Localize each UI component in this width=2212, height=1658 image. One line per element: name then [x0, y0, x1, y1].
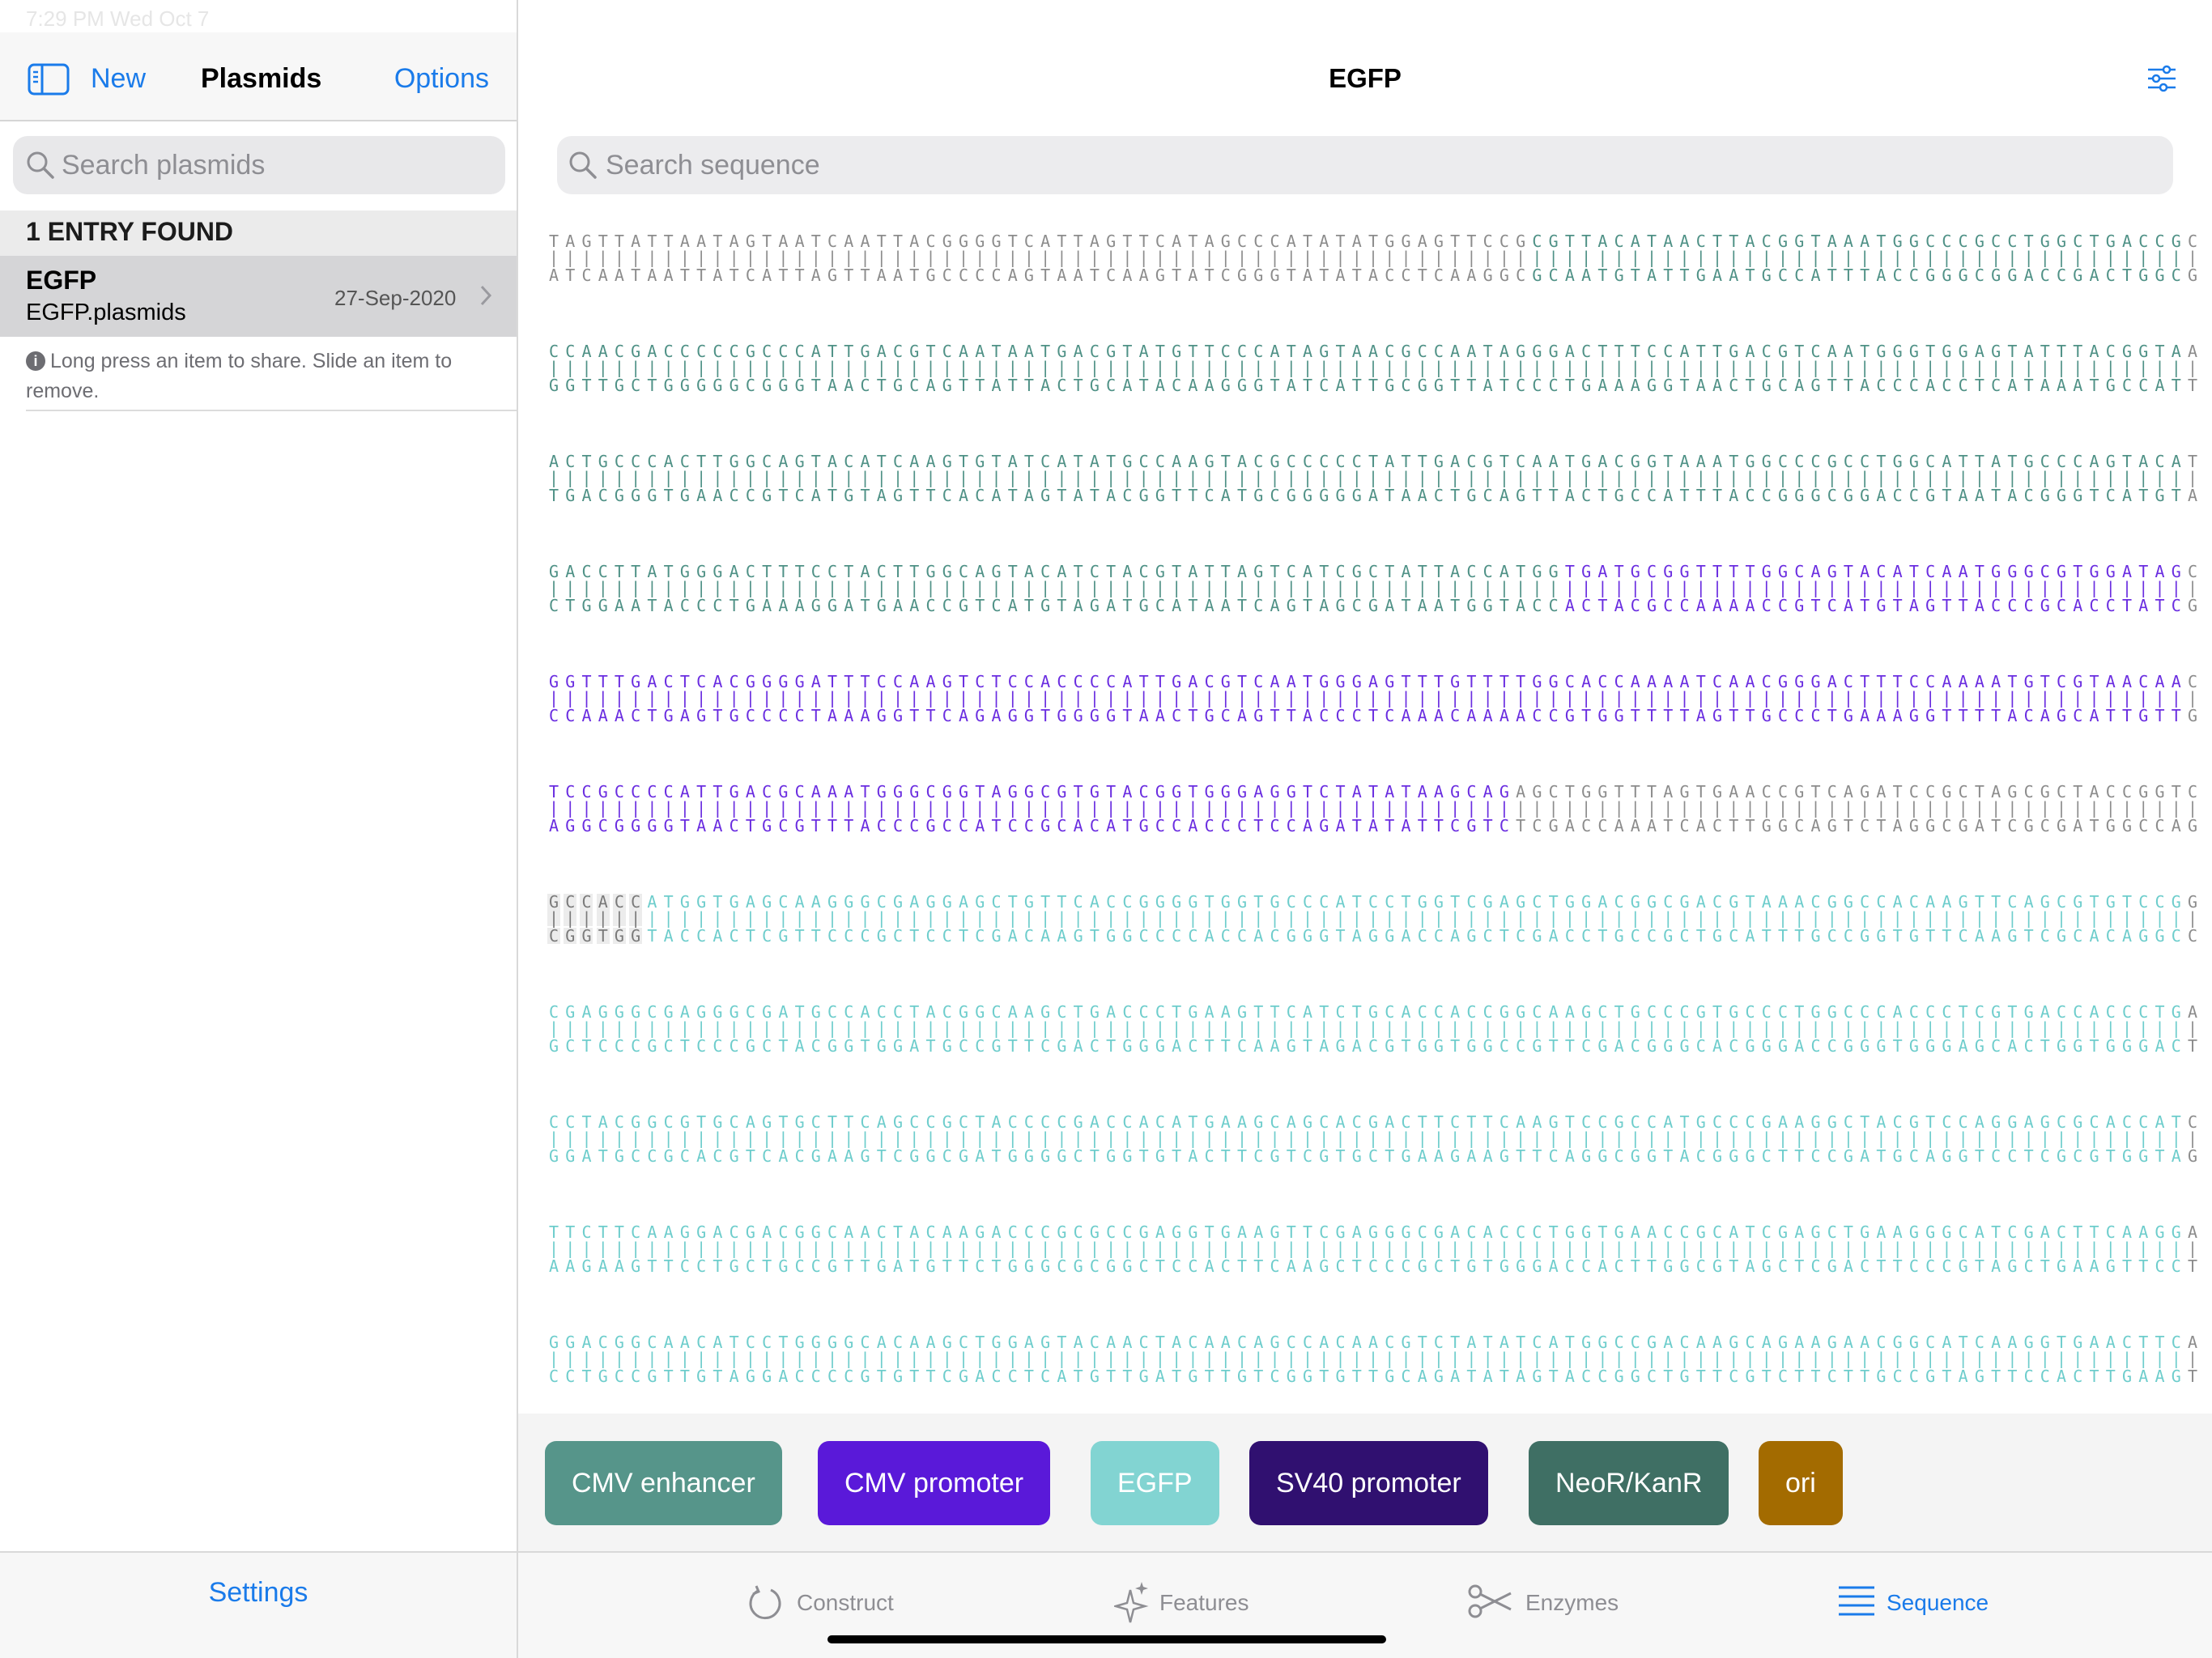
base-pair-bars: ||||||||||||||||||||||||||||||||||||||||… [548, 248, 2198, 267]
base-pair-bars: ||||||||||||||||||||||||||||||||||||||||… [548, 1129, 2198, 1148]
base-pair-bars: ||||||||||||||||||||||||||||||||||||||||… [548, 468, 2198, 487]
plasmid-date: 27-Sep-2020 [334, 286, 457, 310]
feature-chip-egfp[interactable]: EGFP [1091, 1441, 1219, 1525]
sidebar-bottom-bar: Settings [0, 1551, 517, 1658]
sidebar-title: Plasmids [201, 63, 322, 94]
tab-enzymes[interactable]: Enzymes [1467, 1580, 1629, 1629]
feature-chip-ori[interactable]: ori [1759, 1441, 1843, 1525]
list-lines-icon [1839, 1586, 1874, 1616]
tab-label: Sequence [1887, 1590, 1989, 1615]
base-pair-bars: ||||||||||||||||||||||||||||||||||||||||… [548, 1349, 2198, 1368]
refresh-icon [749, 1585, 781, 1620]
page-title: EGFP [1329, 63, 1402, 93]
base-pair-bars: ||||||||||||||||||||||||||||||||||||||||… [548, 578, 2198, 597]
feature-chip-sv40-promoter[interactable]: SV40 promoter [1249, 1441, 1488, 1525]
feature-chip-cmv-enhancer[interactable]: CMV enhancer [545, 1441, 782, 1525]
plasmid-filename: EGFP.plasmids [26, 300, 186, 325]
sidebar: 7:29 PM Wed Oct 7 New Plasmids Options S… [0, 0, 518, 1658]
tab-features[interactable]: Features [1114, 1580, 1268, 1629]
base-pair-bars: ||||||||||||||||||||||||||||||||||||||||… [548, 688, 2198, 708]
scissors-icon [1468, 1584, 1512, 1618]
plasmid-name: EGFP [26, 266, 97, 295]
divider [26, 410, 517, 411]
home-indicator [827, 1635, 1386, 1643]
options-button[interactable]: Options [393, 63, 489, 94]
tab-label: Features [1159, 1590, 1249, 1615]
tab-construct[interactable]: Construct [747, 1580, 908, 1629]
sparkles-icon [1114, 1582, 1149, 1623]
base-pair-bars: ||||||||||||||||||||||||||||||||||||||||… [548, 1018, 2198, 1038]
search-sequence-input[interactable]: Search sequence [557, 136, 2173, 194]
feature-chip-cmv-promoter[interactable]: CMV promoter [818, 1441, 1051, 1525]
tab-label: Construct [797, 1590, 894, 1615]
feature-chips-bar: CMV enhancer CMV promoter EGFP SV40 prom… [518, 1414, 2212, 1551]
feature-chip-neor-kanr[interactable]: NeoR/KanR [1529, 1441, 1729, 1525]
sidebar-toggle-icon[interactable] [28, 63, 70, 96]
settings-button[interactable]: Settings [208, 1577, 308, 1608]
status-time-date: 7:29 PM Wed Oct 7 [26, 6, 210, 31]
search-placeholder: Search sequence [606, 150, 820, 181]
sidebar-navbar: New Plasmids Options [0, 32, 517, 121]
section-header: 1 ENTRY FOUND [0, 210, 517, 256]
base-pair-bars: ||||||||||||||||||||||||||||||||||||||||… [548, 1239, 2198, 1258]
search-icon [569, 151, 597, 179]
chevron-right-icon [480, 285, 492, 306]
tab-label: Enzymes [1525, 1590, 1619, 1615]
info-icon: i [26, 351, 45, 371]
entry-count-label: 1 ENTRY FOUND [26, 217, 234, 246]
search-placeholder: Search plasmids [62, 150, 266, 181]
search-icon [27, 151, 54, 179]
base-pair-bars: ||||||||||||||||||||||||||||||||||||||||… [547, 908, 2198, 928]
base-pair-bars: ||||||||||||||||||||||||||||||||||||||||… [548, 798, 2198, 818]
base-pair-bars: ||||||||||||||||||||||||||||||||||||||||… [548, 358, 2198, 377]
tab-sequence[interactable]: Sequence [1838, 1580, 2000, 1629]
sliders-icon[interactable] [2147, 65, 2176, 92]
new-button[interactable]: New [91, 63, 147, 94]
search-plasmids-input[interactable]: Search plasmids [13, 136, 505, 194]
hint-label: Long press an item to share. Slide an it… [26, 350, 453, 402]
plasmid-list-item[interactable]: EGFP EGFP.plasmids 27-Sep-2020 [0, 256, 517, 337]
